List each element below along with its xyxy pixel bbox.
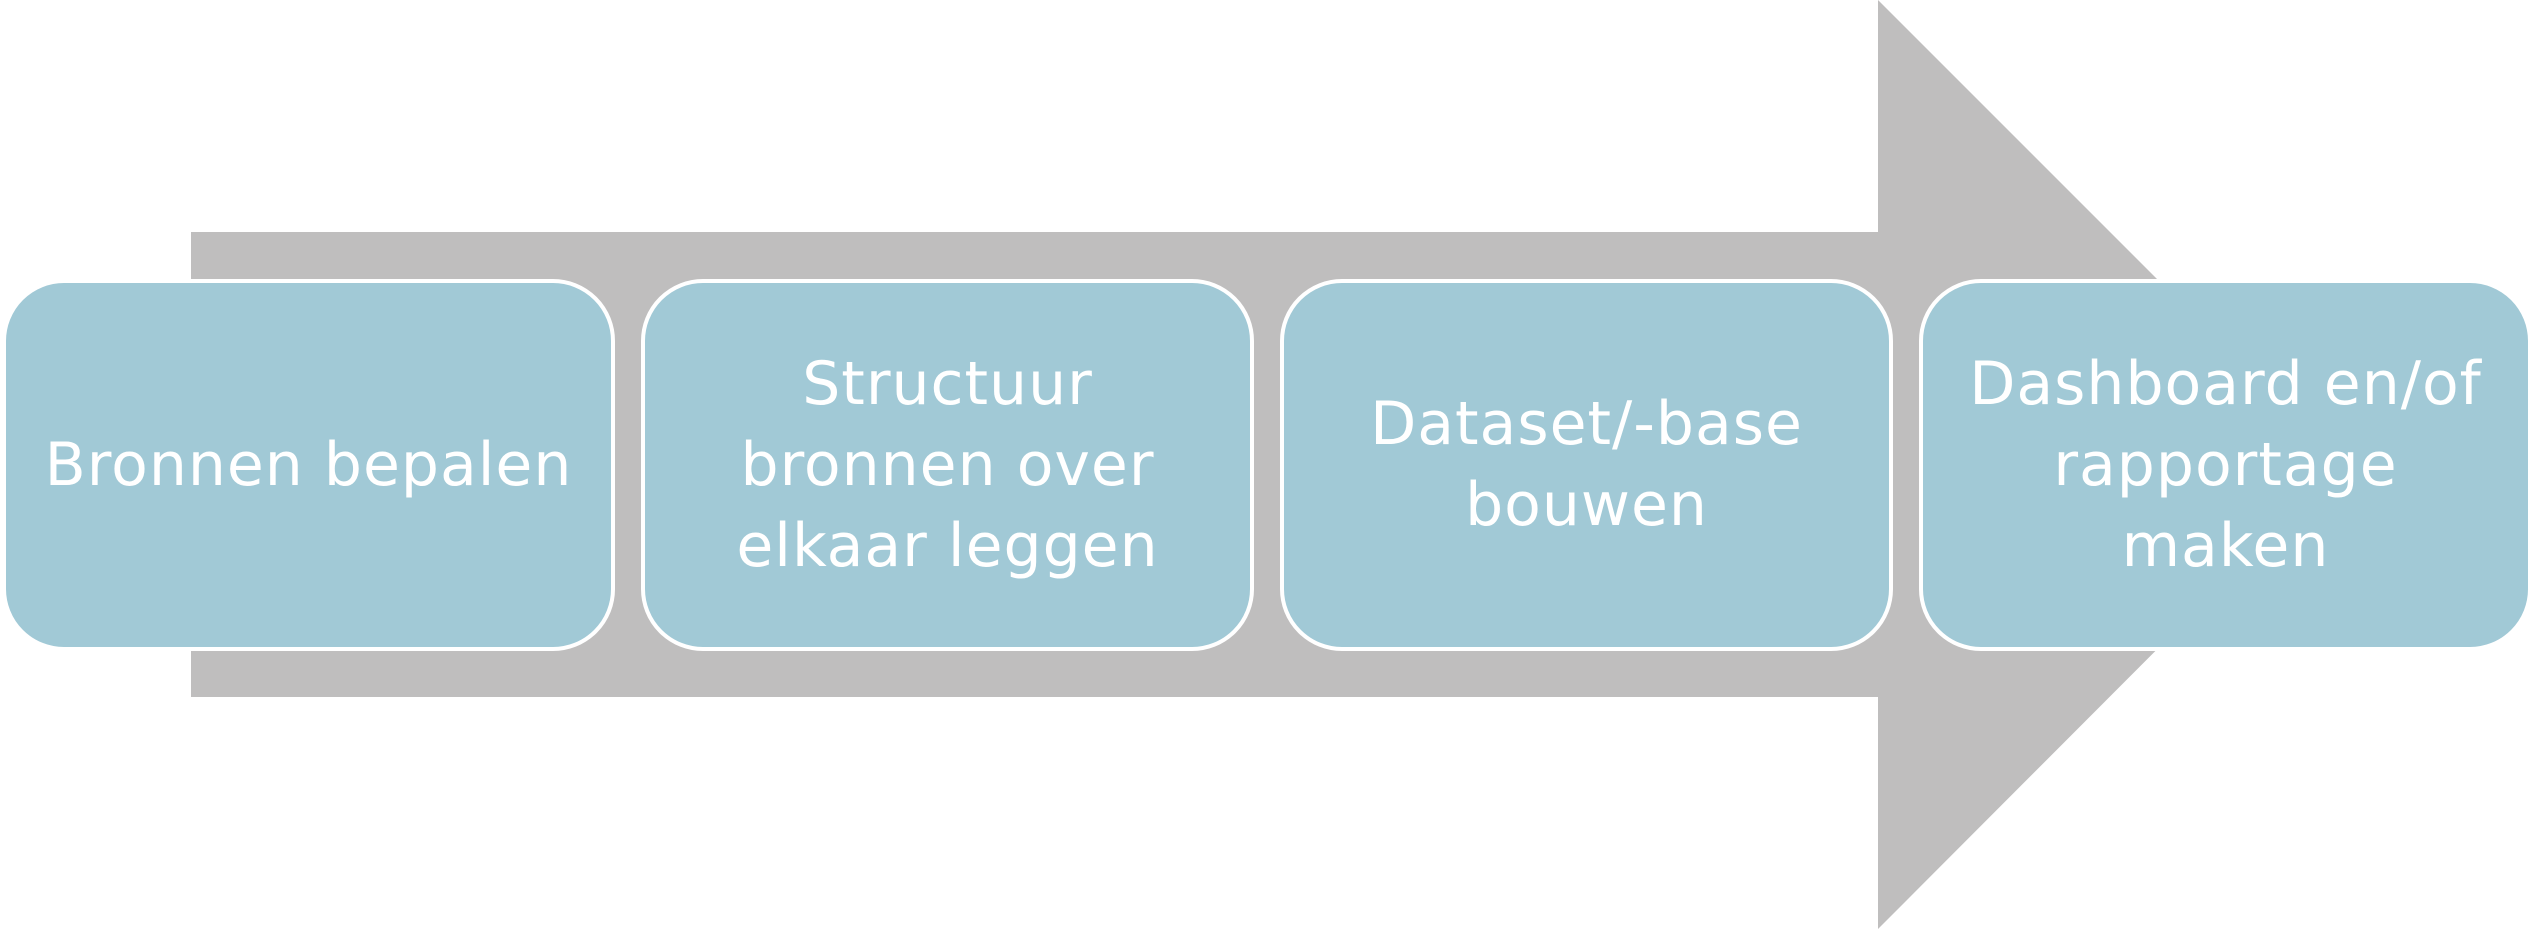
step-box-1: Bronnen bepalen: [2, 279, 615, 651]
step-1-label: Bronnen bepalen: [44, 429, 573, 500]
step-box-4: Dashboard en/of rapportage maken: [1919, 279, 2532, 651]
step-box-2: Structuur bronnen over elkaar leggen: [641, 279, 1254, 651]
step-3-label: Dataset/-base bouwen: [1370, 389, 1803, 540]
step-2-label: Structuur bronnen over elkaar leggen: [736, 348, 1159, 581]
step-box-3: Dataset/-base bouwen: [1280, 279, 1893, 651]
arrow-shape: [191, 0, 2342, 929]
step-4-label: Dashboard en/of rapportage maken: [1969, 348, 2482, 581]
